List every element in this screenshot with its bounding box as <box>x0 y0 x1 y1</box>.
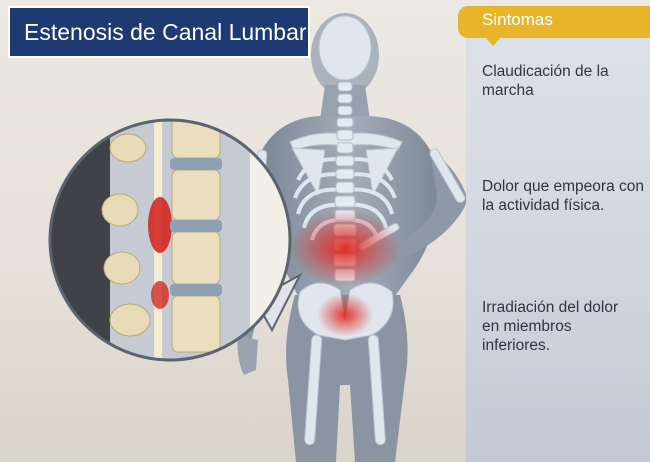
lumbar-pain-glow <box>290 210 400 286</box>
symptoms-tab <box>458 6 650 38</box>
symptoms-label: Sintomas <box>482 10 553 29</box>
stenosis-red <box>148 197 172 253</box>
symptoms-tab-pointer <box>484 36 502 46</box>
page-title: Estenosis de Canal Lumbar <box>8 6 310 58</box>
symptom-claudication: Claudicación de la marcha <box>482 63 609 99</box>
spine-magnifier <box>48 118 303 362</box>
sacral-pain-glow <box>317 293 373 337</box>
symptom-activity-pain: Dolor que empeora con la actividad físic… <box>482 178 644 214</box>
symptom-radiating-pain: Irradiación del dolor en miembros inferi… <box>482 299 619 354</box>
symptoms-panel <box>466 32 650 462</box>
